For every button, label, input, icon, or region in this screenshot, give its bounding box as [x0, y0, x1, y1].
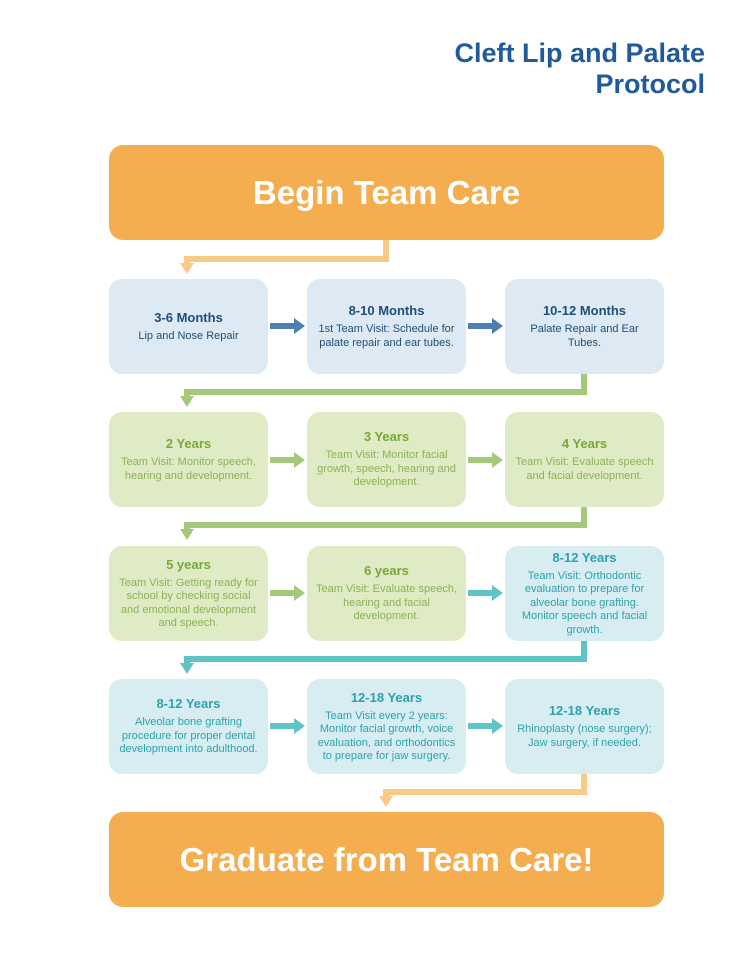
arrow-row3-b — [468, 585, 503, 601]
step-heading: 8-10 Months — [348, 303, 425, 318]
step-2-years: 2 Years Team Visit: Monitor speech, hear… — [109, 412, 268, 507]
begin-label: Begin Team Care — [252, 173, 521, 211]
arrow-row2-a — [270, 452, 305, 468]
arrow-row1-b — [468, 318, 503, 334]
step-text: Team Visit: Orthodontic evaluation to pr… — [521, 569, 648, 636]
step-6-years: 6 years Team Visit: Evaluate speech, hea… — [307, 546, 466, 641]
page-title: Cleft Lip and Palate Protocol — [385, 38, 705, 100]
step-12-18-years-visits: 12-18 Years Team Visit every 2 years: Mo… — [307, 679, 466, 774]
arrow-row4-b — [468, 718, 503, 734]
arrow-row2-b — [468, 452, 503, 468]
step-8-10-months: 8-10 Months 1st Team Visit: Schedule for… — [307, 279, 466, 374]
connector-row1-to-row2 — [180, 374, 587, 407]
connector-row2-to-row3 — [180, 507, 587, 540]
step-3-6-months: 3-6 Months Lip and Nose Repair — [109, 279, 268, 374]
step-heading: 10-12 Months — [542, 303, 627, 318]
connector-begin-to-row1 — [180, 240, 389, 274]
step-text: Rhinoplasty (nose surgery); Jaw surgery,… — [517, 723, 652, 749]
arrow-row1-a — [270, 318, 305, 334]
step-text: Palate Repair and Ear Tubes. — [530, 323, 639, 349]
graduate-label: Graduate from Team Care! — [179, 840, 594, 878]
step-12-18-years-surgery: 12-18 Years Rhinoplasty (nose surgery); … — [505, 679, 664, 774]
connector-row3-to-row4 — [180, 641, 587, 674]
step-heading: 8-12 Years — [552, 549, 617, 565]
step-heading: 3-6 Months — [154, 309, 223, 325]
step-3-years: 3 Years Team Visit: Monitor facial growt… — [307, 412, 466, 507]
step-4-years: 4 Years Team Visit: Evaluate speech and … — [505, 412, 664, 507]
step-heading: 6 years — [364, 563, 409, 579]
step-text: Alveolar bone grafting procedure for pro… — [119, 716, 258, 756]
arrow-row4-a — [270, 718, 305, 734]
arrow-row3-a — [270, 585, 305, 601]
step-text: Team Visit every 2 years: Monitor facial… — [317, 709, 456, 763]
begin-team-care-box: Begin Team Care — [109, 145, 664, 240]
title-line-1: Cleft Lip and Palate — [454, 38, 705, 68]
connector-row4-to-end — [379, 774, 587, 807]
step-text: 1st Team Visit: Schedule for palate repa… — [318, 323, 455, 349]
step-heading: 4 Years — [561, 436, 608, 451]
step-text: Team Visit: Monitor facial growth, speec… — [317, 449, 456, 489]
step-5-years: 5 years Team Visit: Getting ready for sc… — [109, 546, 268, 641]
step-8-12-years-evaluation: 8-12 Years Team Visit: Orthodontic evalu… — [505, 546, 664, 641]
step-heading: 3 Years — [363, 429, 410, 445]
step-heading: 5 years — [166, 556, 211, 572]
step-heading: 12-18 Years — [548, 703, 621, 718]
step-text: Team Visit: Evaluate speech, hearing and… — [315, 583, 458, 623]
step-text: Team Visit: Getting ready for school by … — [119, 576, 258, 630]
step-text: Team Visit: Evaluate speech and facial d… — [515, 456, 654, 482]
step-text: Lip and Nose Repair — [138, 329, 239, 342]
step-10-12-months: 10-12 Months Palate Repair and Ear Tubes… — [505, 279, 664, 374]
title-line-2: Protocol — [595, 69, 705, 99]
step-heading: 8-12 Years — [156, 696, 221, 712]
step-heading: 12-18 Years — [350, 689, 423, 705]
step-text: Team Visit: Monitor speech, hearing and … — [121, 456, 256, 482]
graduate-team-care-box: Graduate from Team Care! — [109, 812, 664, 907]
step-8-12-years-grafting: 8-12 Years Alveolar bone grafting proced… — [109, 679, 268, 774]
step-heading: 2 Years — [165, 436, 212, 451]
